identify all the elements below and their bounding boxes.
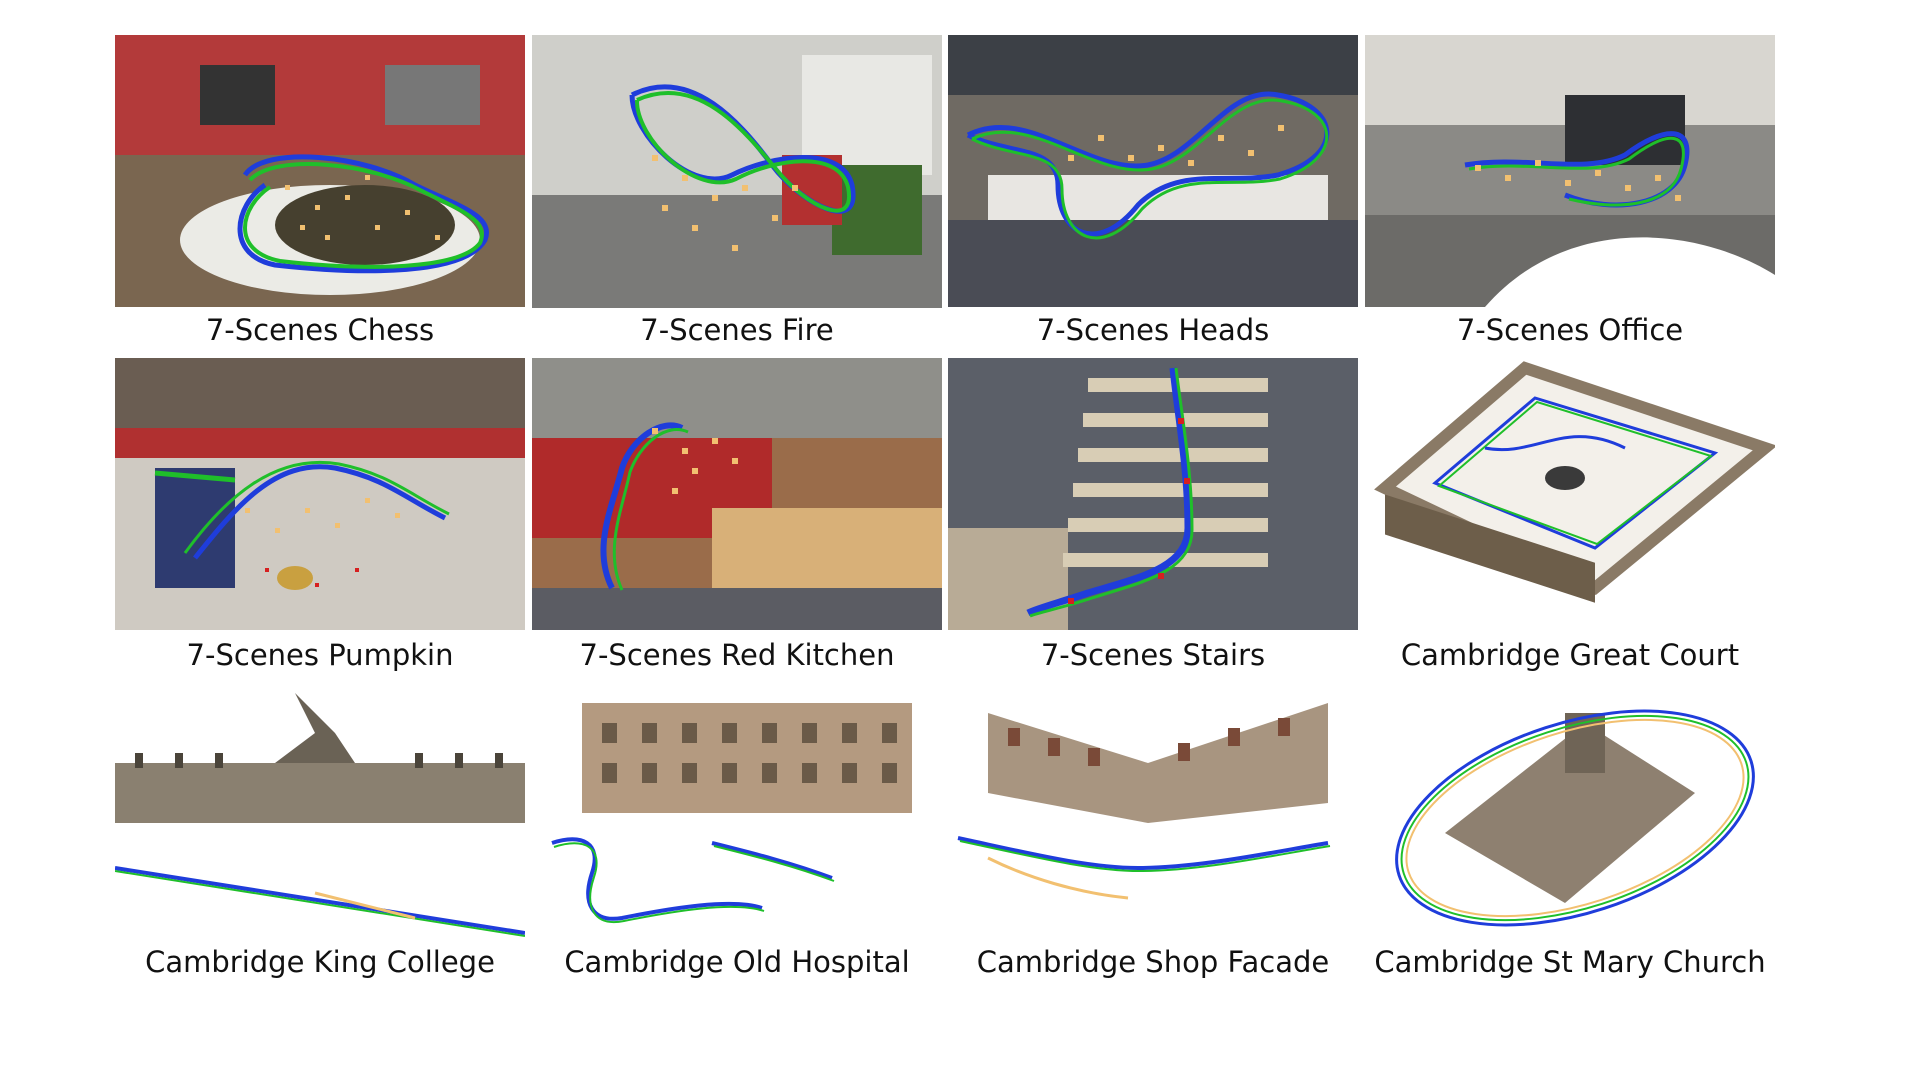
king-college-scene-image [115,683,525,938]
red-kitchen-scene-image [532,358,942,630]
pumpkin-scene-image [115,358,525,630]
stairs-scene-image [948,358,1358,630]
panel-chess: 7-Scenes Chess [115,35,525,350]
st-mary-church-scene-image [1365,683,1775,938]
panel-office: 7-Scenes Office [1365,35,1775,350]
office-scene-image [1365,35,1775,307]
panel-great-court: Cambridge Great Court [1365,358,1775,678]
panel-heads: 7-Scenes Heads [948,35,1358,350]
panel-caption: 7-Scenes Office [1456,313,1684,347]
panel-caption: 7-Scenes Heads [1036,313,1270,347]
old-hospital-scene-image [532,683,942,938]
panel-caption: Cambridge Old Hospital [564,945,910,979]
panel-stairs: 7-Scenes Stairs [948,358,1358,678]
panel-caption: Cambridge King College [145,945,495,979]
panel-pumpkin: 7-Scenes Pumpkin [115,358,525,678]
panel-caption: Cambridge St Mary Church [1374,945,1766,979]
panel-caption: Cambridge Great Court [1400,638,1740,672]
panel-old-hospital: Cambridge Old Hospital [532,683,942,993]
panel-caption: Cambridge Shop Facade [976,945,1330,979]
heads-scene-image [948,35,1358,307]
chess-scene-image [115,35,525,307]
shop-facade-scene-image [948,683,1358,938]
panel-caption: 7-Scenes Fire [640,313,834,347]
panel-caption: 7-Scenes Red Kitchen [579,638,895,672]
panel-caption: 7-Scenes Pumpkin [186,638,454,672]
panel-king-college: Cambridge King College [115,683,525,993]
panel-caption: 7-Scenes Stairs [1040,638,1266,672]
panel-red-kitchen: 7-Scenes Red Kitchen [532,358,942,678]
panel-fire: 7-Scenes Fire [532,35,942,350]
panel-st-mary-church: Cambridge St Mary Church [1365,683,1775,993]
great-court-scene-image [1365,358,1775,630]
panel-shop-facade: Cambridge Shop Facade [948,683,1358,993]
fire-scene-image [532,35,942,308]
panel-caption: 7-Scenes Chess [205,313,435,347]
